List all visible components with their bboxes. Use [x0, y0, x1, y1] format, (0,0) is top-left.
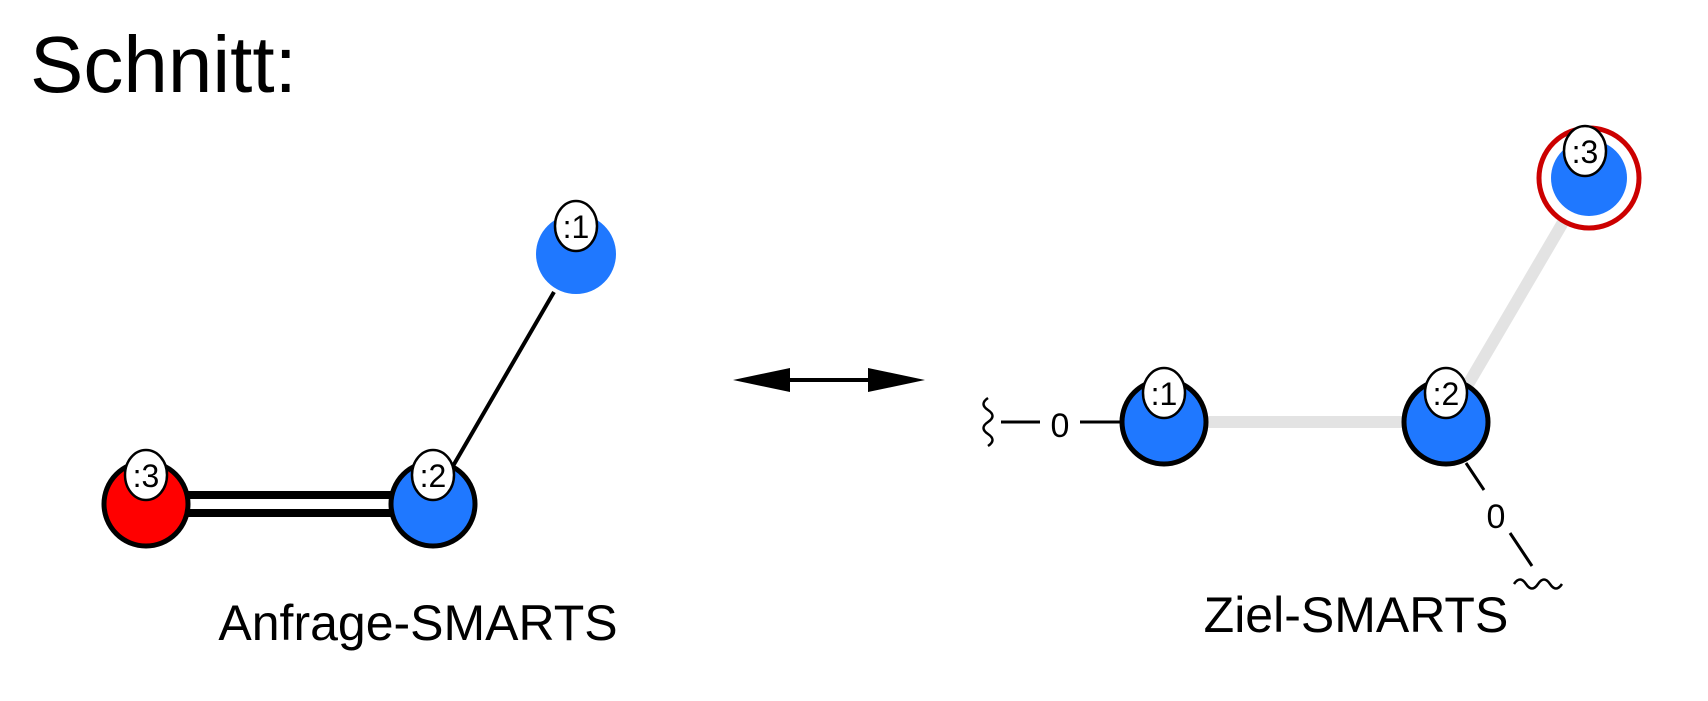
query-molecule: :1 :2 :3 — [101, 199, 616, 549]
map-label-bubble — [1562, 124, 1608, 178]
target-molecule: 0 0 :1 :2 :3 — [982, 124, 1642, 590]
target-atom-2: :2 — [1401, 366, 1491, 467]
query-bond-single — [451, 290, 556, 468]
map-label-bubble — [123, 448, 169, 502]
query-atom-2: :2 — [388, 448, 478, 549]
query-atom-1: :1 — [536, 199, 616, 294]
query-atom-3: :3 — [101, 448, 191, 549]
map-label: :3 — [1572, 134, 1599, 170]
attachment-point-left: 0 — [982, 396, 1121, 448]
map-label: :3 — [133, 458, 160, 494]
map-label-bubble — [1423, 366, 1469, 420]
map-label-bubble — [553, 199, 599, 253]
map-label: :2 — [420, 458, 447, 494]
map-label-bubble — [1141, 366, 1187, 420]
attachment-label: 0 — [1487, 498, 1506, 536]
query-caption: Anfrage-SMARTS — [218, 595, 617, 651]
target-atom-1: :1 — [1119, 366, 1209, 467]
attachment-label: 0 — [1051, 407, 1070, 445]
squiggle-icon — [1512, 578, 1564, 590]
target-caption: Ziel-SMARTS — [1204, 587, 1509, 643]
map-label: :1 — [1151, 376, 1178, 412]
double-arrow-icon — [733, 368, 925, 392]
map-label: :1 — [563, 209, 590, 245]
map-label: :2 — [1433, 376, 1460, 412]
target-atom-3: :3 — [1536, 124, 1642, 231]
map-label-bubble — [410, 448, 456, 502]
squiggle-icon — [982, 396, 994, 448]
page-title: Schnitt: — [30, 20, 297, 109]
attachment-point-right: 0 — [1464, 462, 1564, 590]
